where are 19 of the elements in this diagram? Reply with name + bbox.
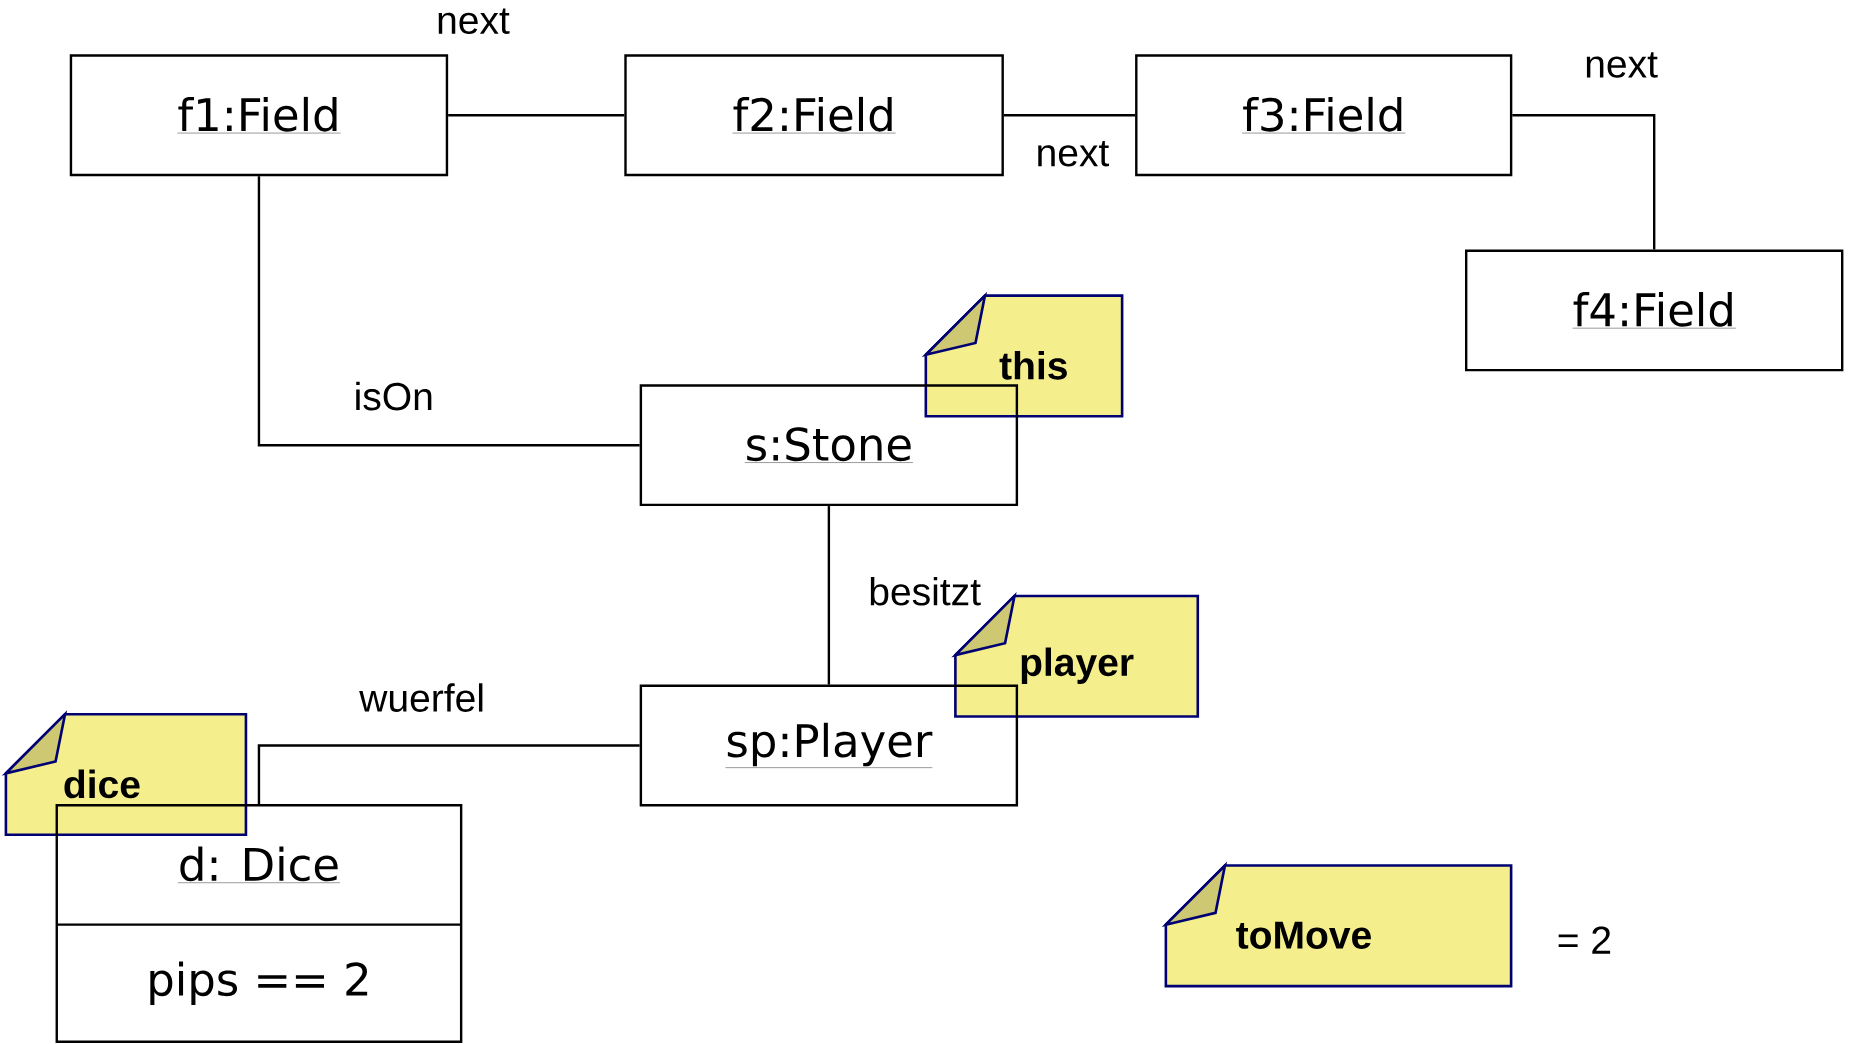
object-box: sp:Player <box>639 684 1019 807</box>
object-box: f1:Field <box>69 54 449 177</box>
value-text: = 2 <box>1558 926 1611 954</box>
connector <box>1512 114 1656 250</box>
edge-label: wuerfel <box>358 682 486 713</box>
connector <box>257 744 640 804</box>
object-box: s:Stone <box>639 384 1019 507</box>
connector <box>1003 114 1136 117</box>
edge-label: isOn <box>352 380 435 412</box>
object-box: f3:Field <box>1135 54 1513 177</box>
connector <box>448 114 625 117</box>
edge-label: next <box>435 7 511 36</box>
connector <box>827 506 831 685</box>
connector <box>257 176 640 447</box>
object-box: f4:Field <box>1465 249 1844 372</box>
edge-label: next <box>1034 139 1111 168</box>
edge-label: next <box>1583 51 1659 79</box>
class-box: d: Dice pips == 2 <box>55 804 463 1043</box>
object-box: f2:Field <box>624 54 1004 177</box>
